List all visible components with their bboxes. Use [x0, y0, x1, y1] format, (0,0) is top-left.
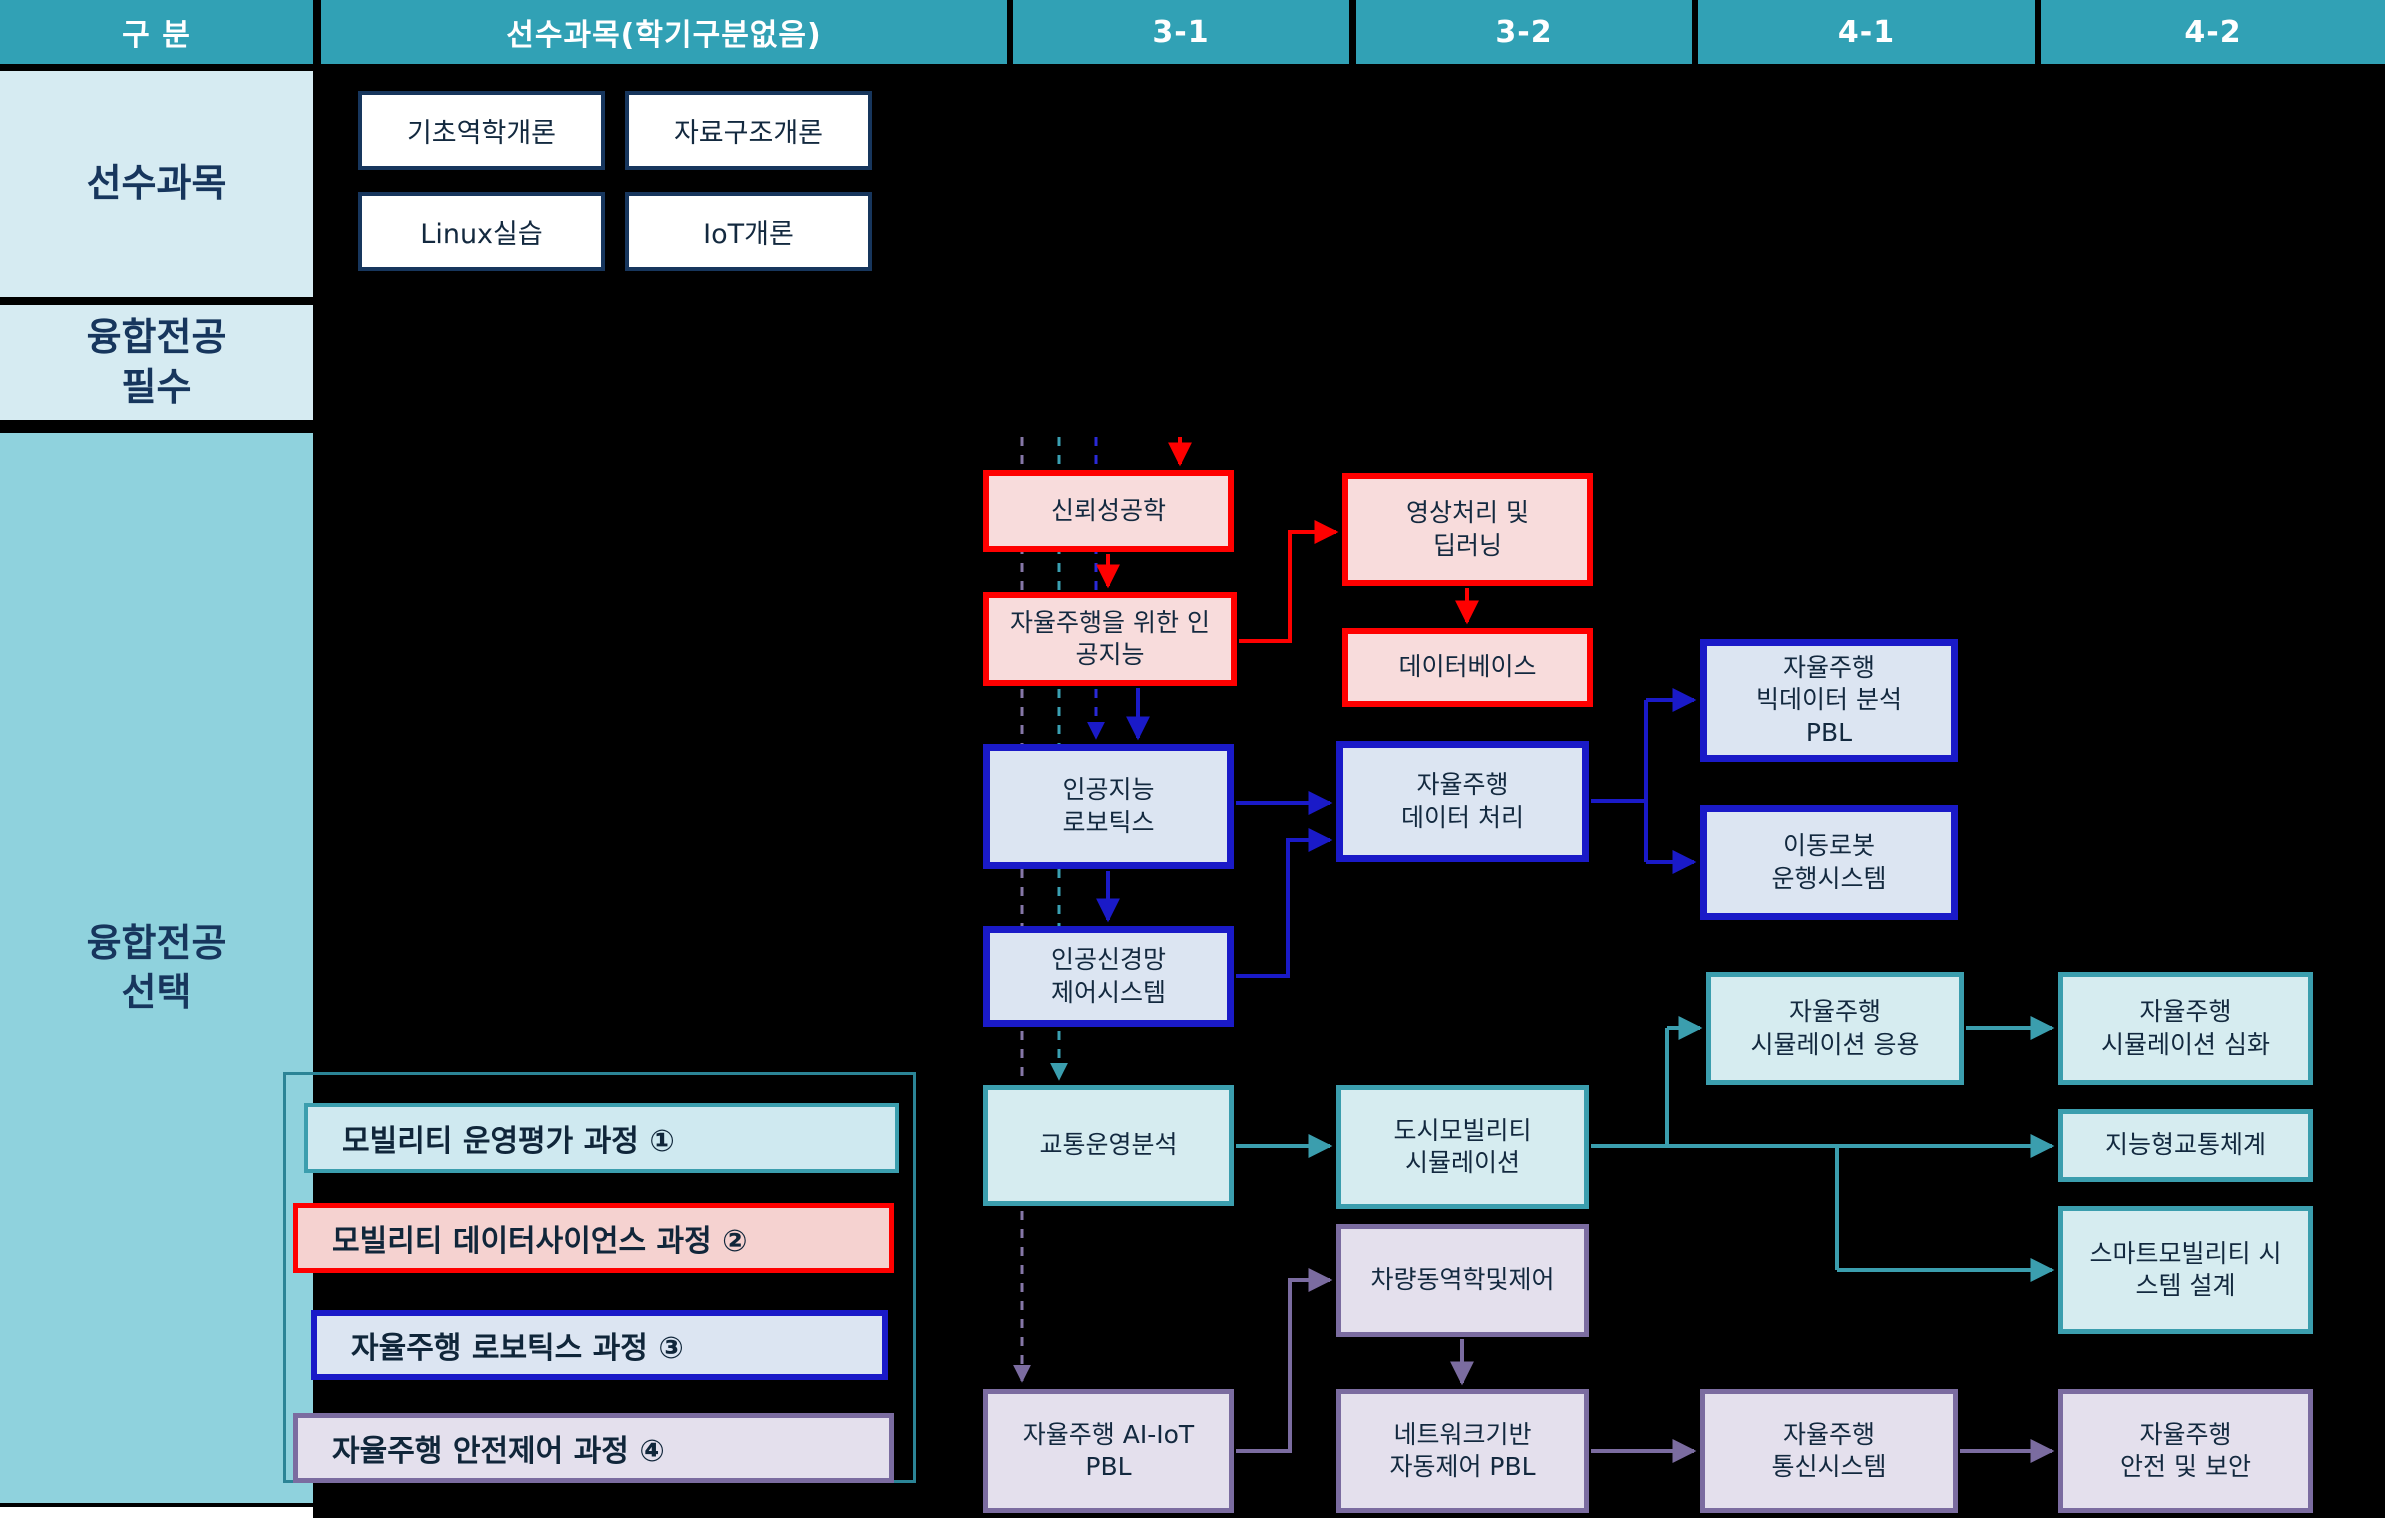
prereq-box-data-structures: 자료구조개론 [625, 91, 872, 170]
header-cell-4-2: 4-2 [2041, 0, 2385, 64]
header-cell-3-2: 3-2 [1356, 0, 1692, 64]
course-neural-network-control: 인공신경망 제어시스템 [983, 926, 1234, 1027]
course-ad-simulation-advanced: 자율주행 시뮬레이션 심화 [2058, 972, 2313, 1085]
course-ai-for-autonomous-driving: 자율주행을 위한 인 공지능 [983, 592, 1237, 686]
side-cell-prerequisite-courses: 선수과목 [0, 71, 313, 297]
course-smart-mobility-system-design: 스마트모빌리티 시 스템 설계 [2058, 1206, 2313, 1334]
course-network-based-auto-control-pbl: 네트워크기반 자동제어 PBL [1336, 1389, 1589, 1513]
header-cell-4-1: 4-1 [1698, 0, 2035, 64]
course-mobile-robot-operation: 이동로봇 운행시스템 [1700, 805, 1958, 920]
course-ad-safety-and-security: 자율주행 안전 및 보안 [2058, 1389, 2313, 1513]
header-cell-prerequisite: 선수과목(학기구분없음) [321, 0, 1007, 64]
course-traffic-operation-analysis: 교통운영분석 [983, 1085, 1234, 1206]
legend-item-ad-robotics: 자율주행 로보틱스 과정 ③ [311, 1310, 888, 1380]
course-vehicle-dynamics-control: 차량동역학및제어 [1336, 1224, 1589, 1337]
prereq-box-linux-practice: Linux실습 [358, 192, 605, 271]
side-cell-required-major: 융합전공 필수 [0, 305, 313, 420]
course-intelligent-transport-systems: 지능형교통체계 [2058, 1109, 2313, 1182]
side-cell-elective-major: 융합전공 선택 [0, 433, 313, 1503]
course-reliability-engineering: 신뢰성공학 [983, 470, 1234, 552]
legend-item-mobility-data-science: 모빌리티 데이터사이언스 과정 ② [293, 1203, 894, 1273]
header-cell-3-1: 3-1 [1013, 0, 1349, 64]
prereq-box-basic-mechanics: 기초역학개론 [358, 91, 605, 170]
header-cell-category: 구 분 [0, 0, 313, 64]
course-ai-robotics: 인공지능 로보틱스 [983, 744, 1234, 869]
course-urban-mobility-simulation: 도시모빌리티 시뮬레이션 [1336, 1085, 1589, 1209]
bottom-strip [0, 1507, 313, 1518]
course-ad-bigdata-analysis-pbl: 자율주행 빅데이터 분석 PBL [1700, 639, 1958, 762]
course-ad-simulation-applied: 자율주행 시뮬레이션 응용 [1706, 972, 1964, 1085]
course-ad-data-processing: 자율주행 데이터 처리 [1336, 741, 1589, 862]
legend-item-ad-safety-control: 자율주행 안전제어 과정 ④ [293, 1413, 894, 1483]
course-ad-ai-iot-pbl: 자율주행 AI-IoT PBL [983, 1389, 1234, 1513]
course-database: 데이터베이스 [1342, 628, 1593, 707]
prereq-box-iot-introduction: IoT개론 [625, 192, 872, 271]
course-ad-communication-systems: 자율주행 통신시스템 [1700, 1389, 1958, 1513]
legend-item-mobility-operation: 모빌리티 운영평가 과정 ① [304, 1103, 899, 1173]
course-image-processing-deep-learning: 영상처리 및 딥러닝 [1342, 473, 1593, 586]
